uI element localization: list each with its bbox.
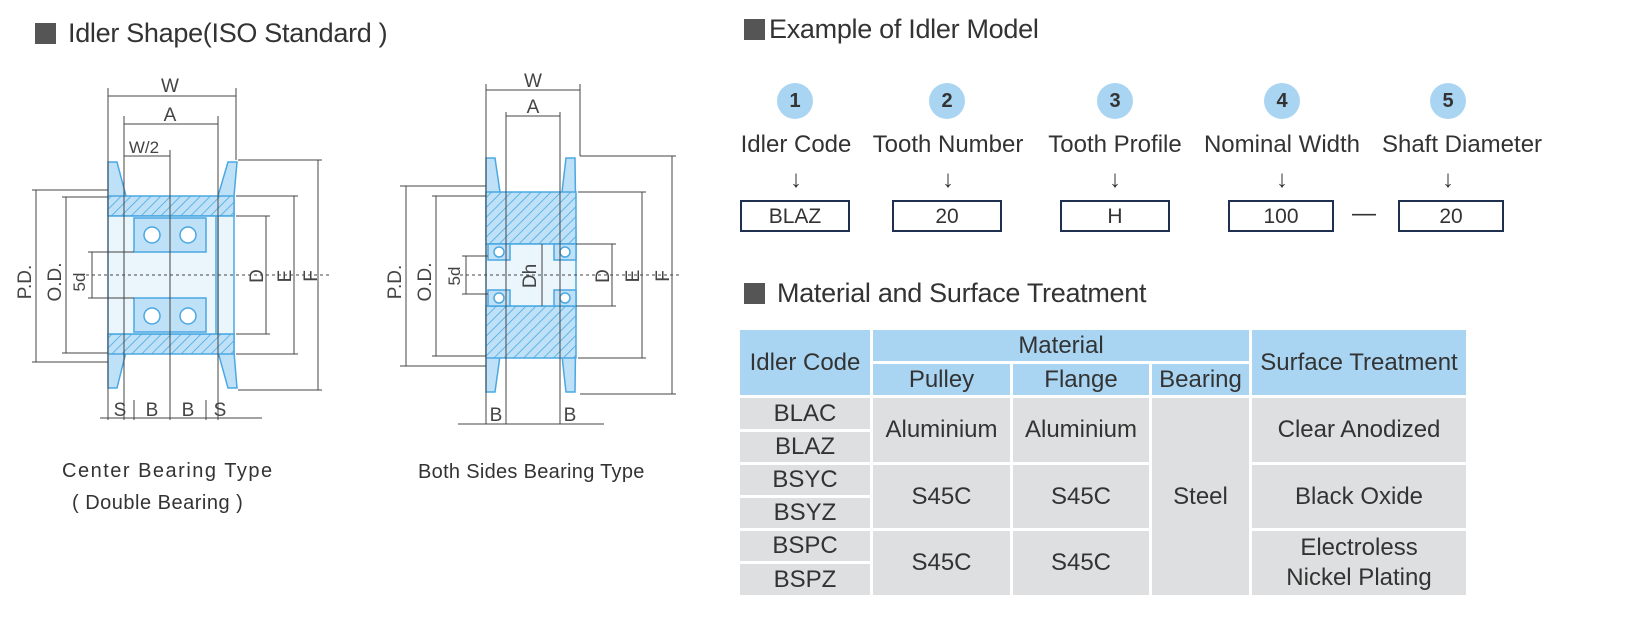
dim-b1-label-2: B: [490, 405, 503, 426]
code-cell: BSPC: [740, 531, 870, 561]
model-label-shaft-diameter: Shaft Diameter: [1381, 131, 1543, 158]
step-number-5: 5: [1430, 83, 1466, 119]
down-arrow-icon: ↓: [1442, 166, 1454, 193]
material-title-text: Material and Surface Treatment: [777, 278, 1147, 308]
header-pulley: Pulley: [873, 364, 1010, 395]
dim-od-label-2: O.D.: [415, 262, 436, 301]
center-pulley-body: [107, 161, 238, 389]
model-box-tooth-profile: H: [1060, 200, 1170, 232]
square-bullet-icon: [35, 23, 56, 44]
dim-d-label: D: [247, 269, 268, 283]
code-cell: BSPZ: [740, 564, 870, 595]
dim-w2-label: W/2: [129, 138, 159, 157]
dim-e-label-2: E: [623, 270, 644, 283]
model-example-title: Example of Idler Model: [744, 14, 1039, 45]
center-bearing-subcaption: ( Double Bearing ): [72, 492, 244, 514]
dim-b2-label: B: [182, 400, 195, 421]
center-labels: W A W/2 P.D. O.D. 5d D E F S B B S: [15, 76, 322, 421]
header-flange: Flange: [1013, 364, 1149, 395]
model-separator: —: [1352, 200, 1376, 227]
step-number-2: 2: [929, 83, 965, 119]
code-cell: BLAC: [740, 398, 870, 429]
dim-s1-label: S: [114, 400, 127, 421]
dim-f-label-2: F: [653, 270, 674, 282]
model-example-title-text: Example of Idler Model: [769, 14, 1039, 44]
flange-cell: S45C: [1013, 465, 1149, 528]
dim-f-label: F: [301, 270, 322, 282]
step-number-3: 3: [1097, 83, 1133, 119]
down-arrow-icon: ↓: [790, 166, 802, 193]
dim-s2-label: S: [214, 400, 227, 421]
center-bearing-caption: Center Bearing Type: [62, 460, 274, 482]
flange-cell: S45C: [1013, 531, 1149, 595]
idler-shape-title: Idler Shape(ISO Standard ): [35, 18, 388, 49]
dim-od-label: O.D.: [45, 262, 66, 301]
both-labels: W A P.D. O.D. 5d Dh D E F B B: [385, 71, 674, 426]
down-arrow-icon: ↓: [1276, 166, 1288, 193]
pulley-cell: S45C: [873, 465, 1010, 528]
header-idler-code: Idler Code: [740, 330, 870, 395]
idler-shape-title-text: Idler Shape(ISO Standard ): [68, 18, 388, 48]
surface-cell: Clear Anodized: [1252, 398, 1466, 462]
step-number-1: 1: [777, 83, 813, 119]
flange-cell: Aluminium: [1013, 398, 1149, 462]
code-cell: BSYC: [740, 465, 870, 495]
header-surface-treatment: Surface Treatment: [1252, 330, 1466, 395]
down-arrow-icon: ↓: [1109, 166, 1121, 193]
model-box-tooth-number: 20: [892, 200, 1002, 232]
model-box-shaft-diameter: 20: [1398, 200, 1504, 232]
dim-a-label: A: [164, 105, 177, 126]
both-bearing-caption: Both Sides Bearing Type: [418, 461, 645, 483]
dim-w-label-2: W: [524, 71, 542, 92]
down-arrow-icon: ↓: [942, 166, 954, 193]
dim-e-label: E: [275, 270, 296, 283]
code-cell: BLAZ: [740, 432, 870, 462]
pulley-cell: Aluminium: [873, 398, 1010, 462]
dim-b2-label-2: B: [564, 405, 577, 426]
model-box-nominal-width: 100: [1228, 200, 1334, 232]
center-bearing-diagram: W A W/2 P.D. O.D. 5d D E F S B B S: [15, 71, 680, 426]
dim-a-label-2: A: [527, 97, 540, 118]
center-dimension-lines: [32, 88, 330, 420]
both-dimension-lines: [400, 84, 680, 425]
bearing-cell: Steel: [1152, 398, 1249, 595]
dim-pd-label: P.D.: [15, 265, 36, 300]
model-label-tooth-profile: Tooth Profile: [1048, 131, 1182, 158]
code-cell: BSYZ: [740, 498, 870, 528]
step-number-4: 4: [1264, 83, 1300, 119]
dim-dh-label: Dh: [520, 264, 541, 288]
model-box-idler-code: BLAZ: [740, 200, 850, 232]
dim-b1-label: B: [146, 400, 159, 421]
model-label-tooth-number: Tooth Number: [872, 131, 1024, 158]
material-title: Material and Surface Treatment: [744, 278, 1146, 309]
header-bearing: Bearing: [1152, 364, 1249, 395]
dim-d-label-2: D: [593, 269, 614, 283]
surface-cell: Black Oxide: [1252, 465, 1466, 528]
pulley-cell: S45C: [873, 531, 1010, 595]
square-bullet-icon: [744, 19, 765, 40]
dim-w-label: W: [161, 76, 179, 97]
square-bullet-icon: [744, 283, 765, 304]
header-material: Material: [873, 330, 1249, 361]
surface-cell: Electroless Nickel Plating: [1252, 531, 1466, 595]
dim-d-circled-label-2: 5d: [445, 267, 464, 286]
dim-d-circled-label: 5d: [70, 273, 89, 292]
model-label-nominal-width: Nominal Width: [1203, 131, 1361, 158]
model-label-idler-code: Idler Code: [740, 131, 852, 158]
dim-pd-label-2: P.D.: [385, 265, 406, 300]
